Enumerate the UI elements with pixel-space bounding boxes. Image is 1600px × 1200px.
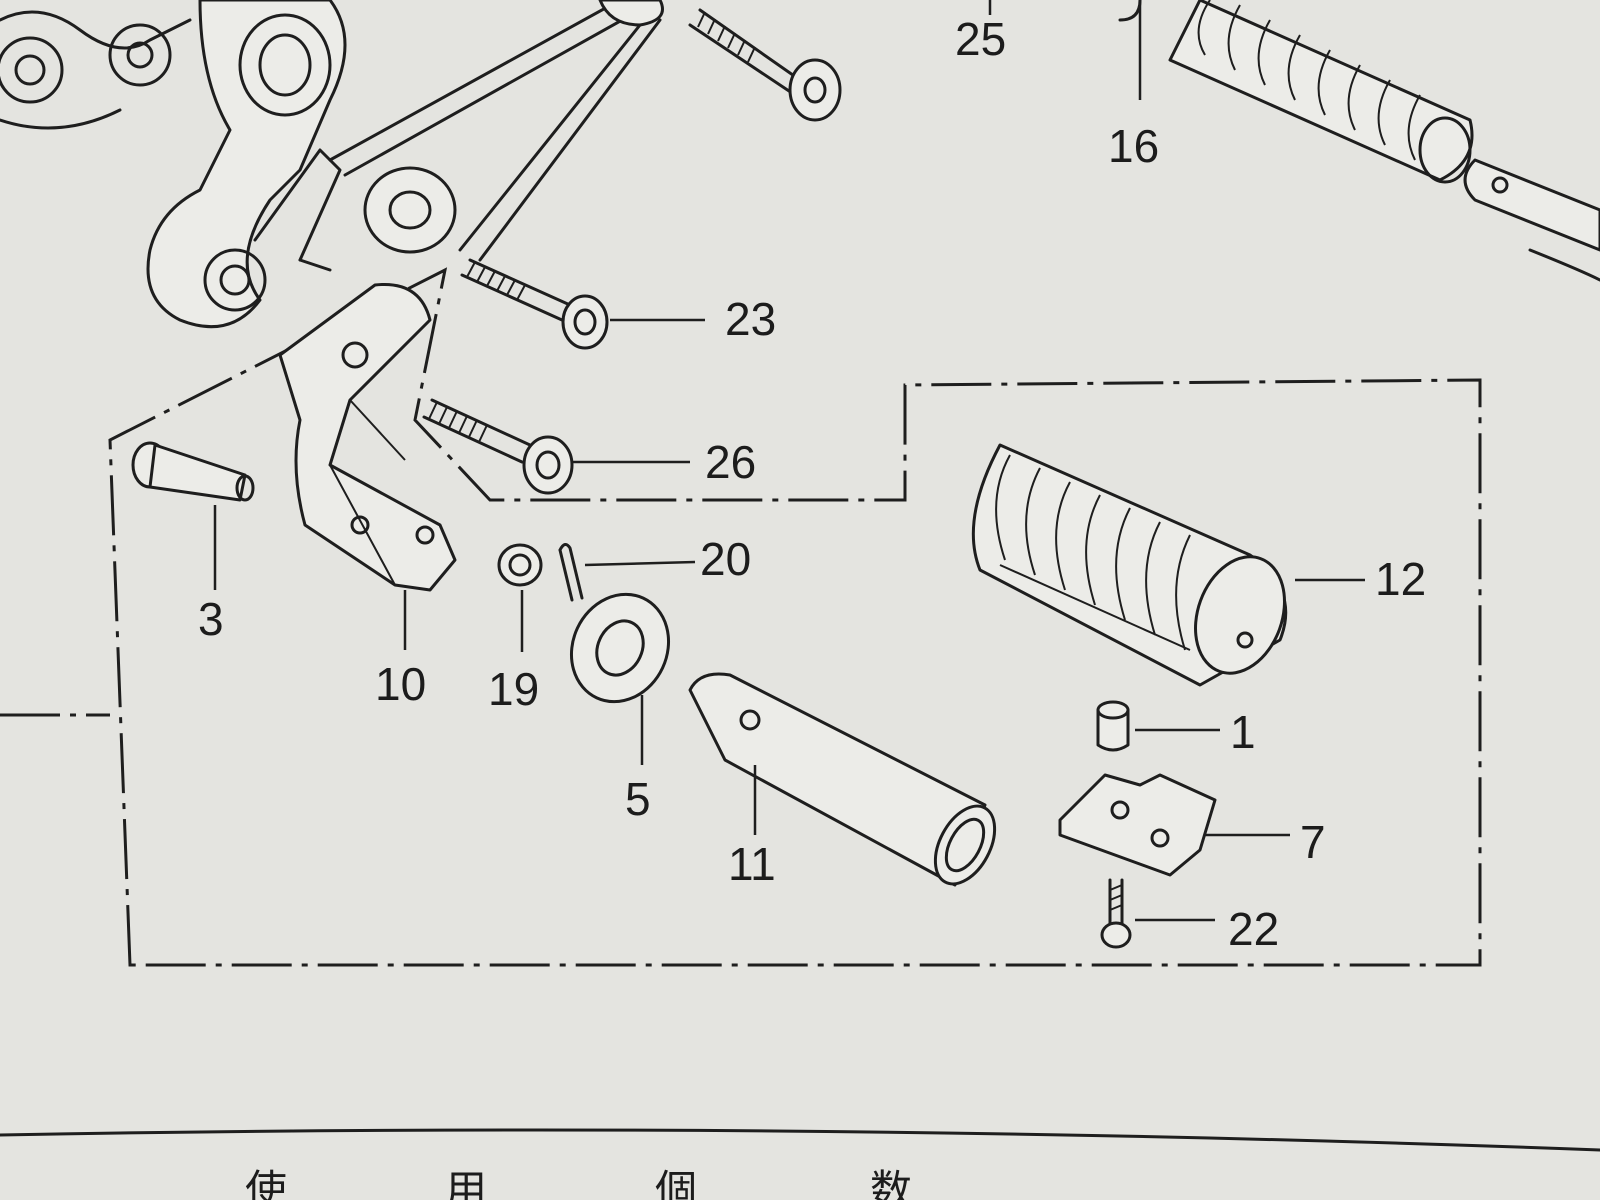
part-3-pin [131,441,255,502]
footer-heading-char-4: 数 [870,1166,912,1200]
part-23-bolt [460,258,609,350]
callout-7: 7 [1300,816,1326,868]
callout-1: 1 [1230,706,1256,758]
callout-11: 11 [728,838,776,890]
part-12-footpeg-rubber [971,443,1288,687]
part-1-collar [1096,700,1130,752]
callout-22: 22 [1228,903,1279,955]
footer-table-rule [0,1128,1600,1152]
footer-heading-char-3: 個 [655,1166,697,1200]
upper-footpeg-rubber [1118,0,1600,252]
frame-edge-line [1528,248,1600,282]
assembly-boundary-outline [108,267,1482,967]
part-11-footpeg-arm [688,672,997,887]
callout-20: 20 [700,533,751,585]
part-20-cotter-pin [558,543,584,602]
upper-bolt [688,8,842,122]
part-26-bolt [422,398,574,495]
part-10-bracket [278,282,457,592]
callout-5: 5 [625,773,651,825]
callout-10: 10 [375,658,426,710]
callout-26: 26 [705,436,756,488]
callout-12: 12 [1375,553,1426,605]
footpeg-bracket-assembly [0,0,664,329]
callout-3: 3 [198,593,224,645]
callout-19: 19 [488,663,539,715]
part-7-plate [1058,773,1217,877]
footer-heading-char-1: 使 [245,1166,287,1200]
callout-23: 23 [725,293,776,345]
part-19-washer [497,543,543,587]
callout-16: 16 [1108,120,1159,172]
footer-heading-char-2: 用 [445,1166,487,1200]
leader-lines [213,0,1365,922]
part-22-screw [1100,878,1132,949]
callout-25: 25 [955,13,1006,65]
part-5-washer [569,592,671,704]
